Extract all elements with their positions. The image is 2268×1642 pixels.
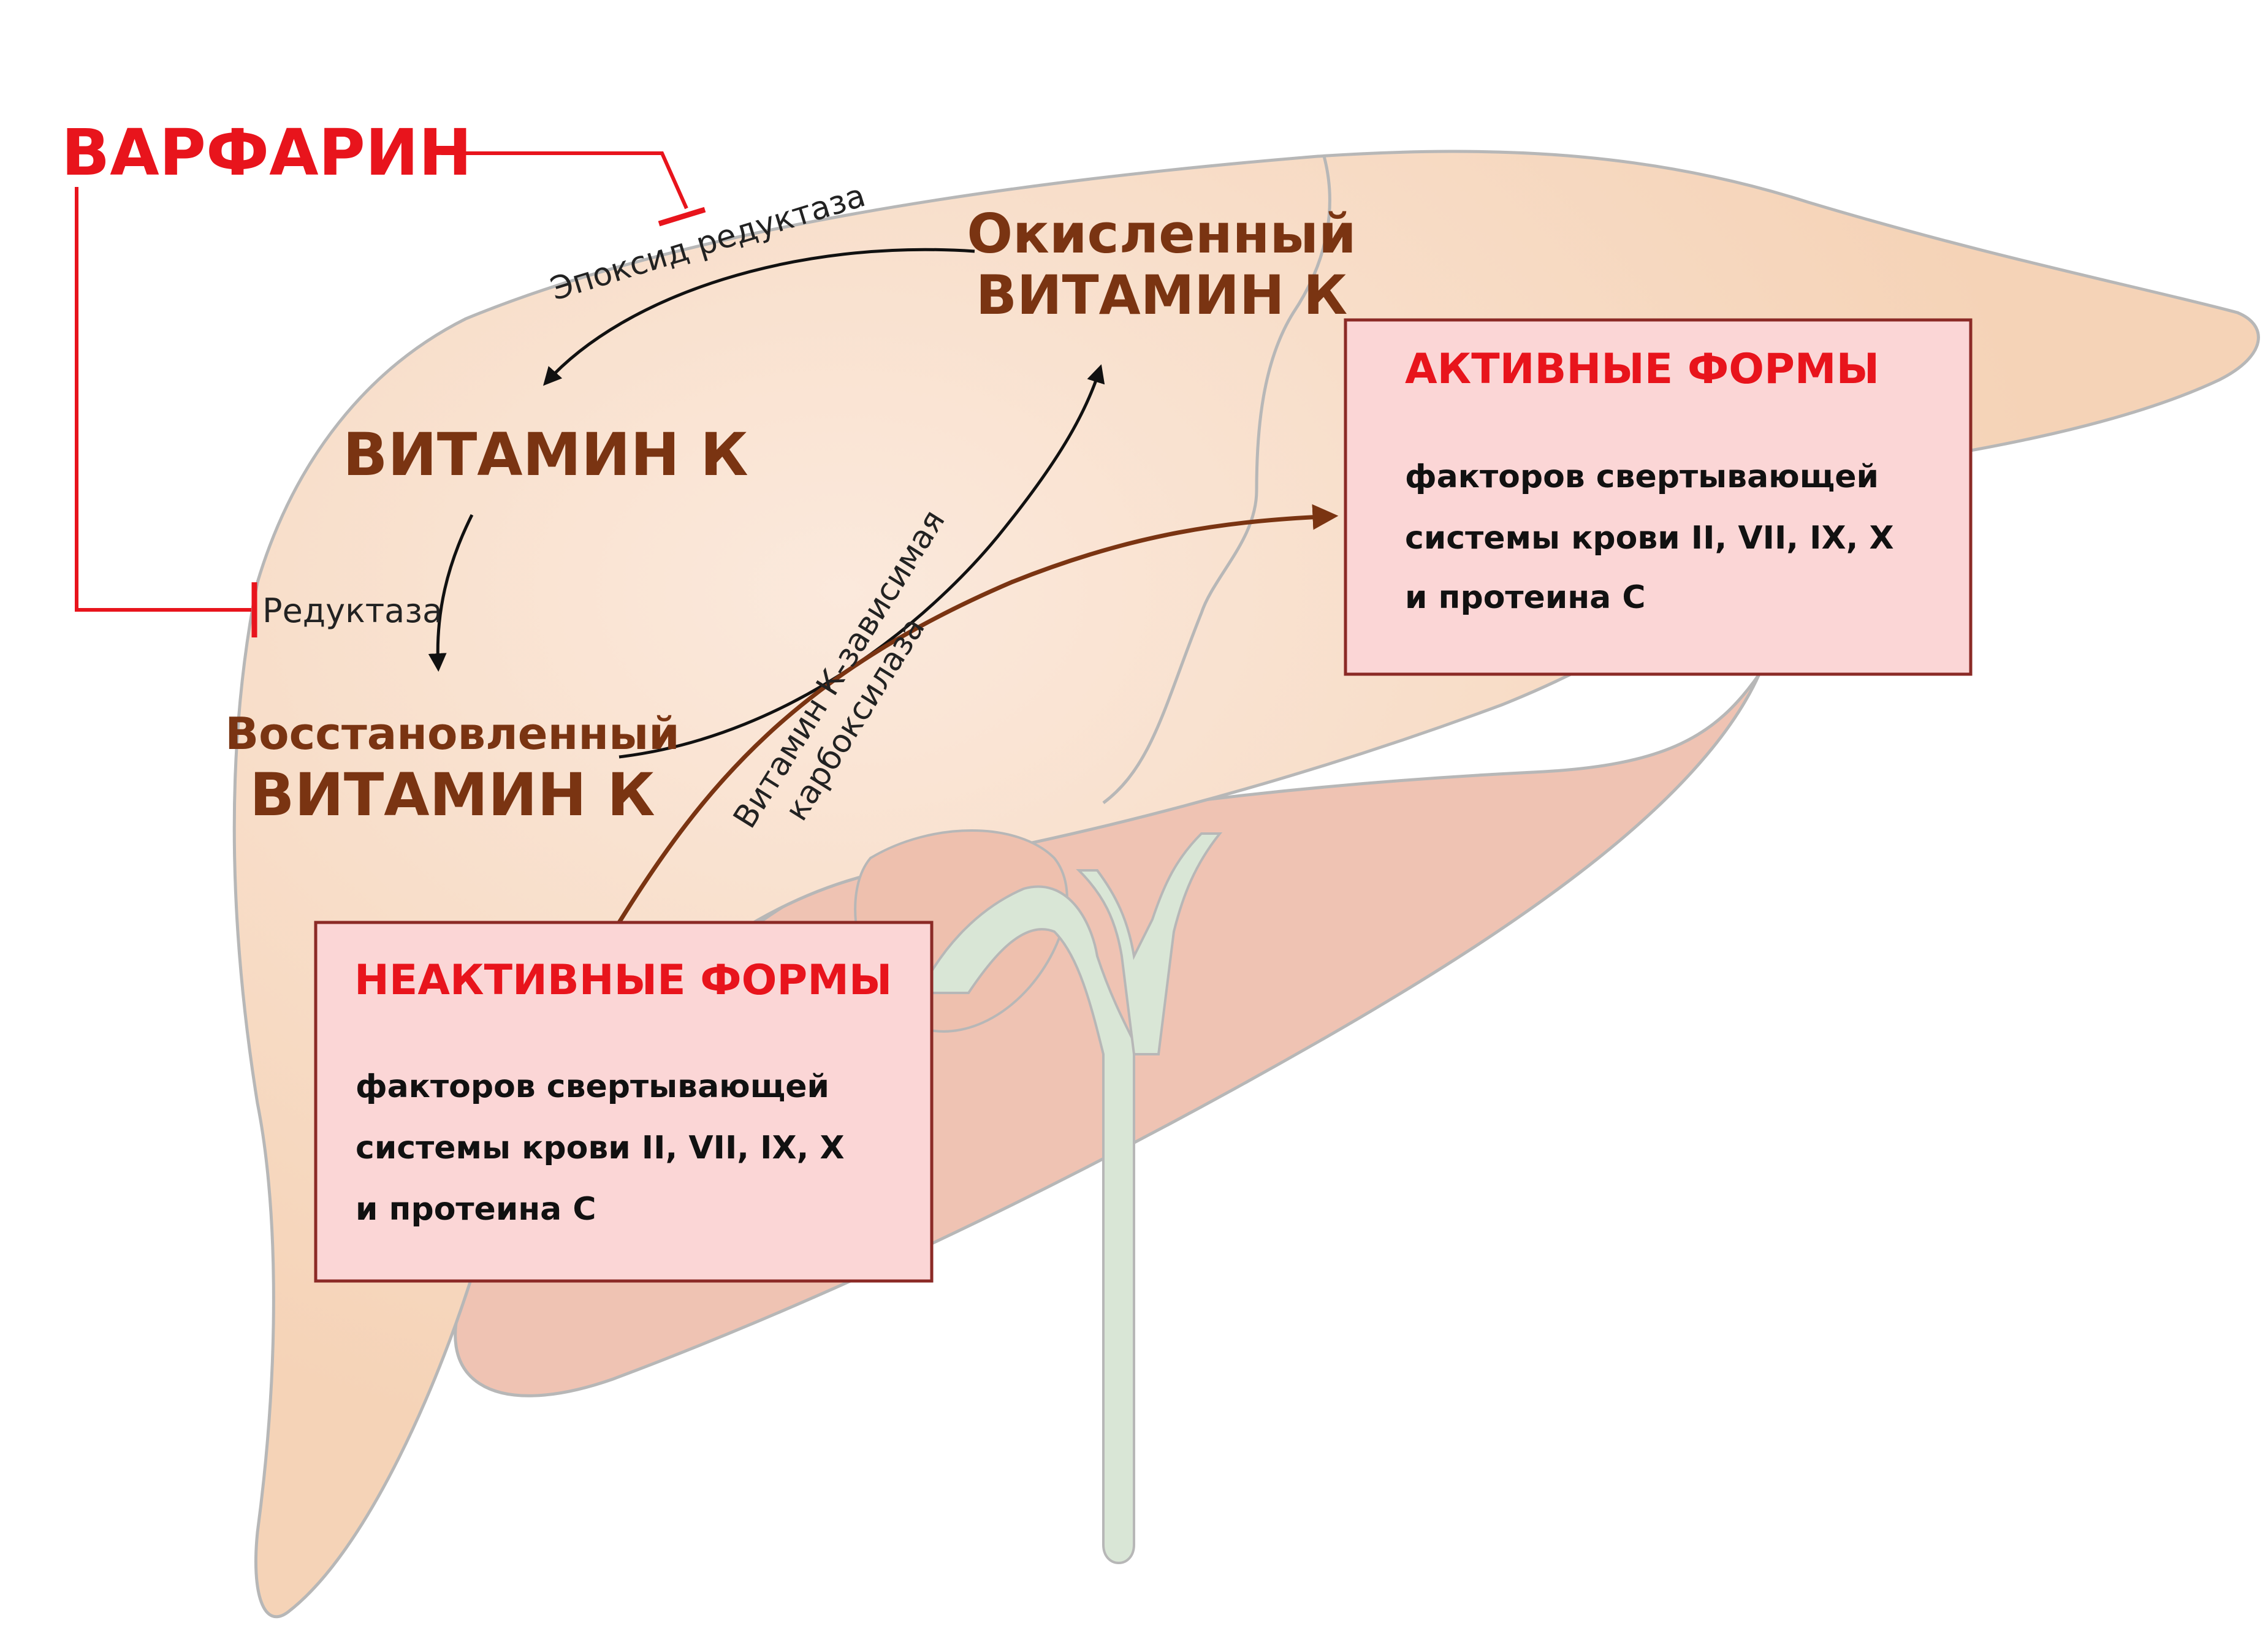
- vitamin-k-cycle-arrows: [428, 248, 1339, 924]
- active-forms-line2: системы крови II, VII, IX, X: [1405, 520, 1894, 557]
- inactive-forms-line1: факторов свертывающей: [356, 1068, 829, 1105]
- active-forms-title: АКТИВНЫЕ ФОРМЫ: [1405, 345, 1879, 393]
- oxidized-vitamin-k-line1: Окисленный: [967, 202, 1356, 265]
- bile-duct: [917, 885, 1135, 1564]
- inactive-forms-title: НЕАКТИВНЫЕ ФОРМЫ: [354, 956, 892, 1005]
- inactive-to-active-arrow: [617, 504, 1339, 924]
- epoxide-reductase-block-bar: [658, 207, 706, 227]
- hepatic-duct-left: [1076, 832, 1223, 1055]
- warfarin-to-epoxide-reductase-line: [441, 151, 688, 210]
- active-forms-line1: факторов свертывающей: [1405, 458, 1879, 495]
- reductase-label: Редуктаза: [262, 591, 443, 630]
- oxidized-vitamin-k: Окисленный ВИТАМИН К: [967, 202, 1356, 327]
- falciform-ligament: [1102, 156, 1331, 804]
- inactive-forms-line2: системы крови II, VII, IX, X: [356, 1130, 845, 1166]
- reduced-vitamin-k-line2: ВИТАМИН К: [249, 761, 655, 829]
- active-forms-line3: и протеина С: [1405, 579, 1646, 616]
- warfarin-label: ВАРФАРИН: [61, 115, 472, 190]
- inactive-forms-line3: и протеина С: [356, 1191, 596, 1228]
- vitamin-k-to-reduced-arrow: [428, 514, 474, 672]
- reduced-vitamin-k: Восстановленный ВИТАМИН К: [225, 708, 679, 829]
- inactive-forms-box-frame: [314, 921, 934, 1283]
- active-forms-box-frame: [1344, 318, 1973, 676]
- warfarin-to-reductase-line: [75, 187, 251, 612]
- reduced-vitamin-k-line1: Восстановленный: [225, 708, 679, 759]
- vitamin-k-label: ВИТАМИН К: [343, 420, 748, 489]
- reduced-to-oxidized-arrow: [618, 364, 1105, 759]
- oxidized-vitamin-k-line2: ВИТАМИН К: [976, 264, 1347, 327]
- warfarin-inhibition: [75, 151, 706, 637]
- inactive-forms-box: НЕАКТИВНЫЕ ФОРМЫ факторов свертывающей с…: [314, 921, 934, 1283]
- active-forms-box: АКТИВНЫЕ ФОРМЫ факторов свертывающей сис…: [1344, 318, 1973, 676]
- oxidized-to-vitamin-k-arrow: [542, 248, 975, 386]
